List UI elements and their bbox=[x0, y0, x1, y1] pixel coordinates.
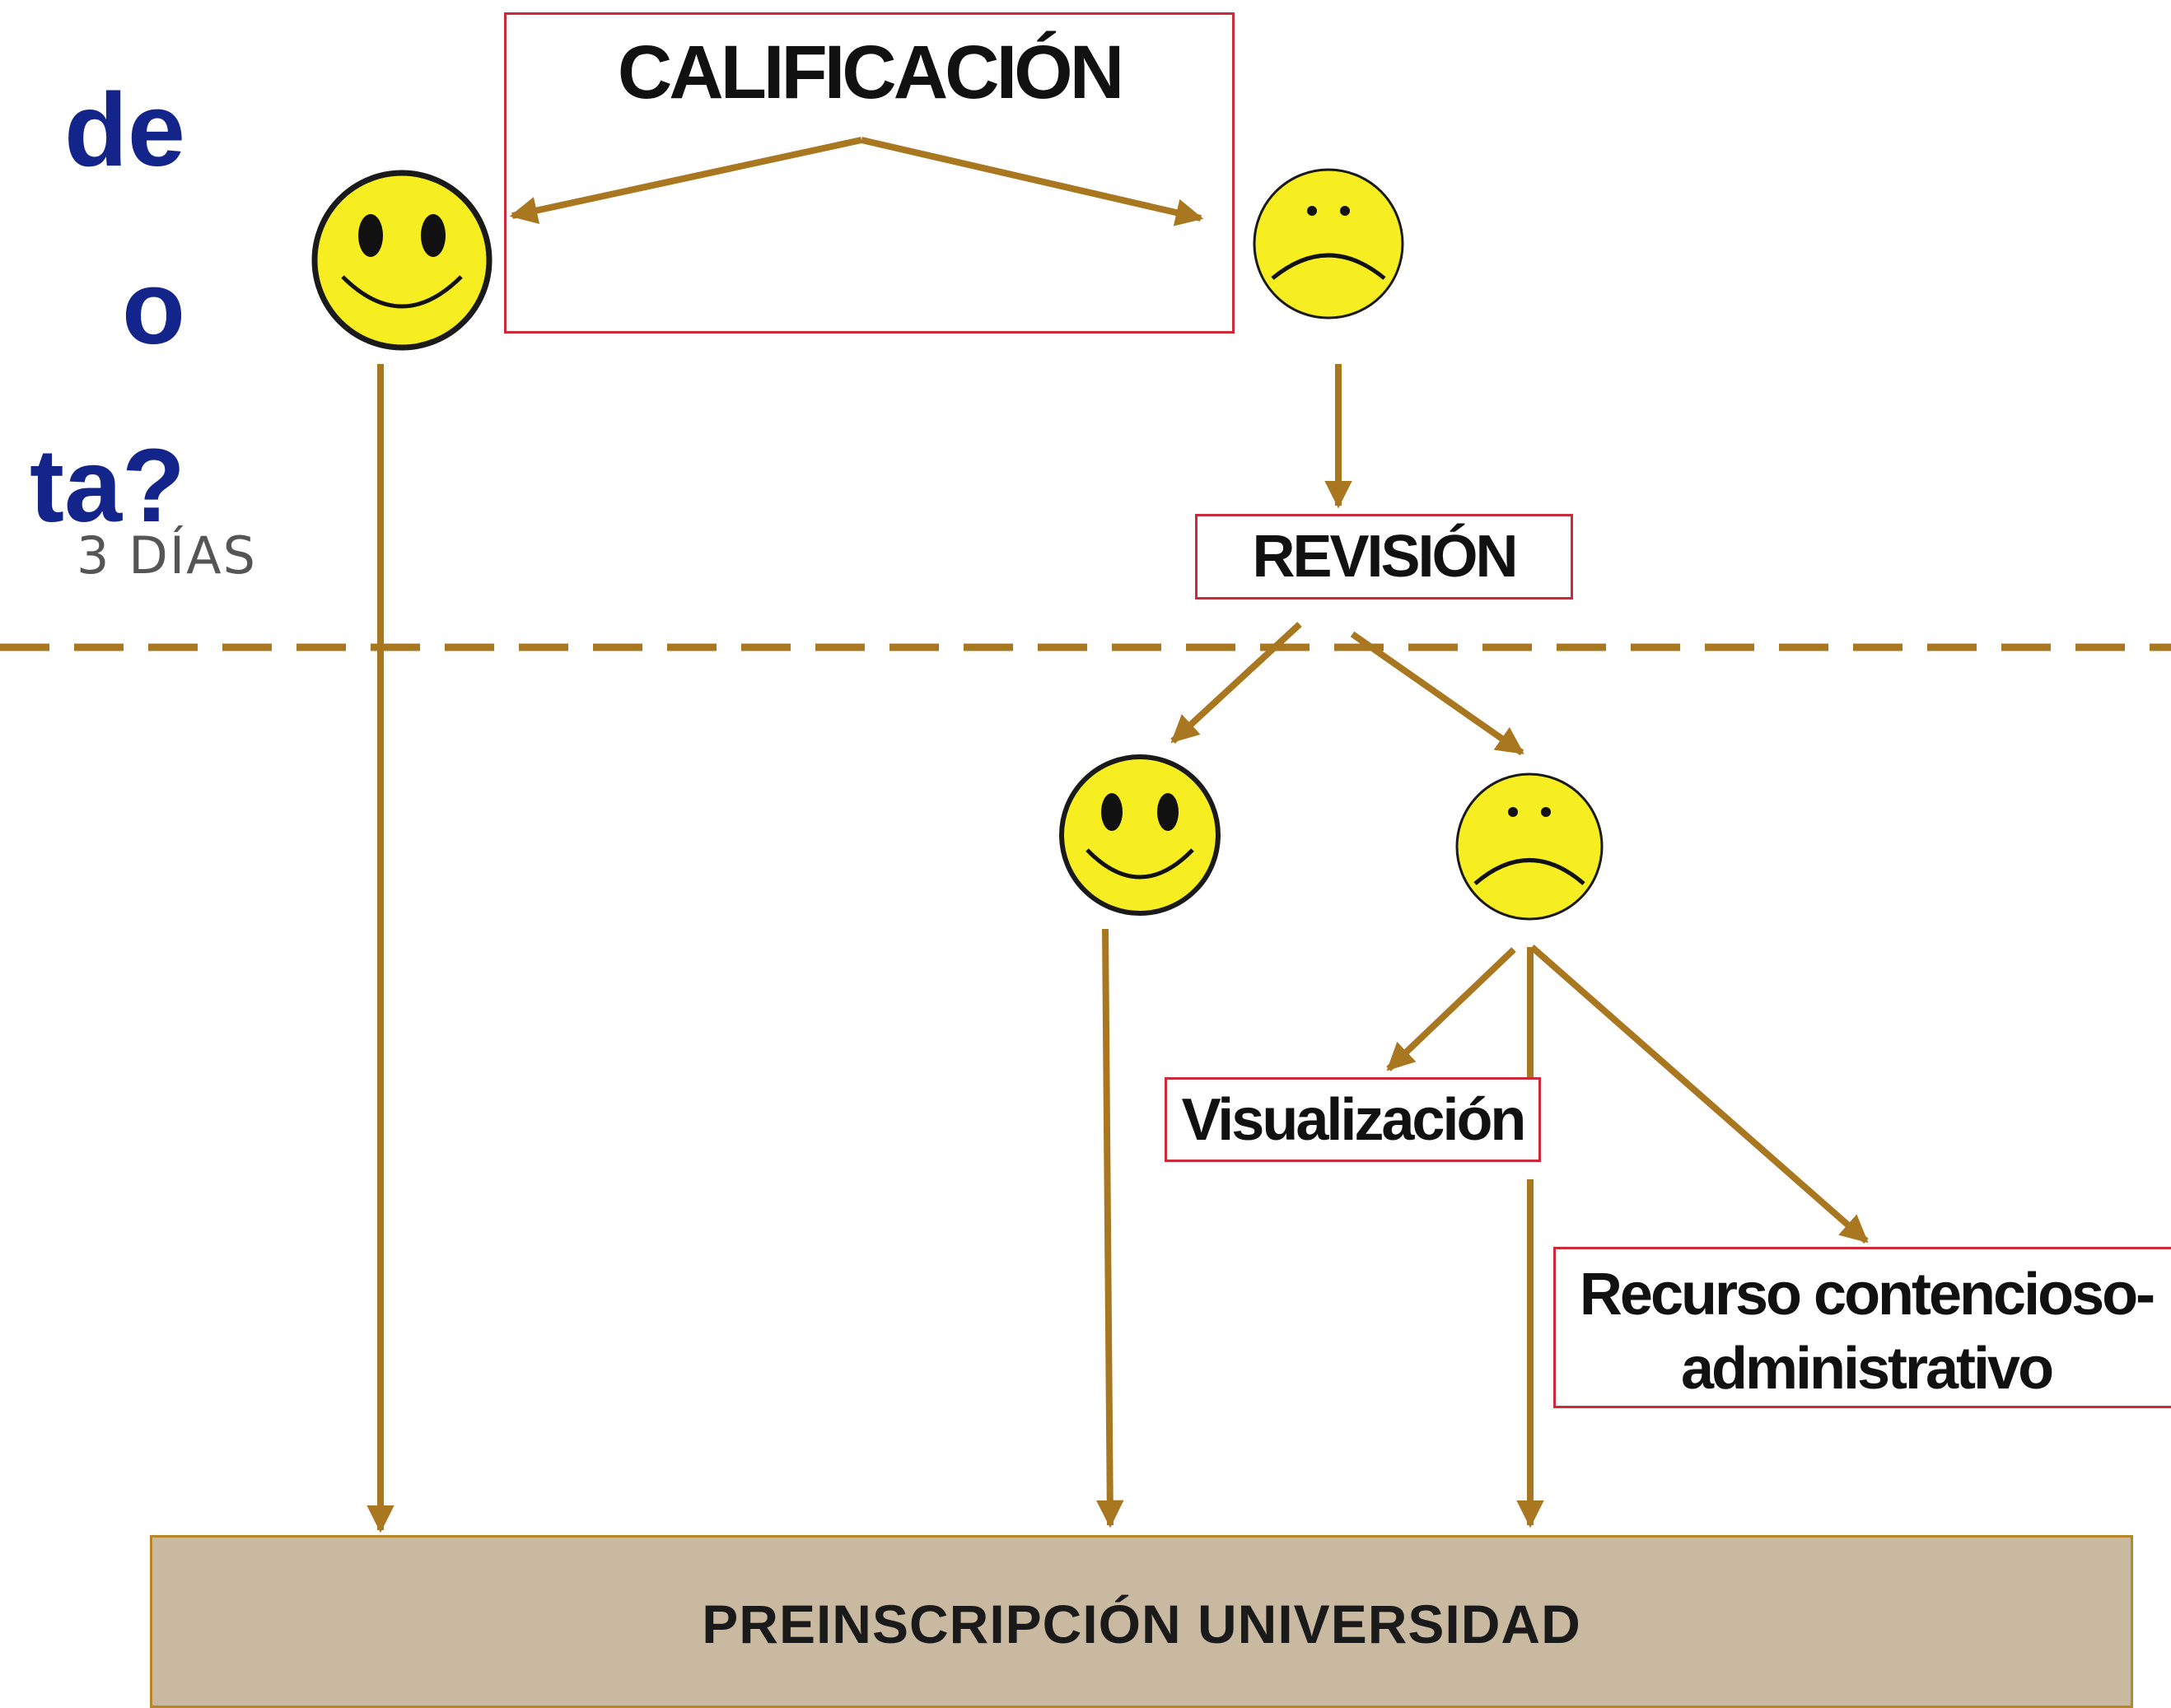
recurso-box: Recurso contencioso- administrativo bbox=[1553, 1247, 2171, 1408]
title-line-1: de bbox=[63, 72, 185, 188]
visualizacion-label: Visualización bbox=[1181, 1086, 1527, 1153]
three-days-label: 3 DÍAS bbox=[77, 525, 257, 586]
happy-face-icon bbox=[311, 170, 493, 351]
sad-face-icon bbox=[1455, 772, 1604, 921]
sad-face-icon bbox=[1253, 168, 1404, 320]
preinscripcion-box: PREINSCRIPCIÓN UNIVERSIDAD bbox=[150, 1535, 2133, 1708]
revision-box: REVISIÓN bbox=[1195, 514, 1573, 600]
arrow-happy2-to-preinscripcion bbox=[1095, 928, 1124, 1528]
arrow-revision-to-happy bbox=[1170, 622, 1302, 744]
title-line-2: o bbox=[122, 250, 185, 366]
calificacion-split-arrows bbox=[509, 137, 1204, 226]
arrow-sad2-to-recurso bbox=[1529, 944, 1869, 1244]
arrow-sad2-to-visualizacion bbox=[1386, 947, 1516, 1071]
arrow-revision-to-sad bbox=[1350, 631, 1524, 756]
title-line-3: ta? bbox=[30, 427, 185, 544]
calificacion-box: CALIFICACIÓN bbox=[504, 12, 1235, 334]
partial-title: de o ta? bbox=[0, 41, 185, 575]
calificacion-label: CALIFICACIÓN bbox=[617, 30, 1124, 114]
preinscripcion-label: PREINSCRIPCIÓN UNIVERSIDAD bbox=[702, 1594, 1581, 1654]
happy-face-icon bbox=[1059, 754, 1221, 916]
revision-label: REVISIÓN bbox=[1252, 524, 1518, 590]
visualizacion-box: Visualización bbox=[1165, 1077, 1541, 1162]
recurso-label-line-1: Recurso contencioso- bbox=[1579, 1262, 2155, 1328]
recurso-label-line-2: administrativo bbox=[1680, 1336, 2054, 1402]
